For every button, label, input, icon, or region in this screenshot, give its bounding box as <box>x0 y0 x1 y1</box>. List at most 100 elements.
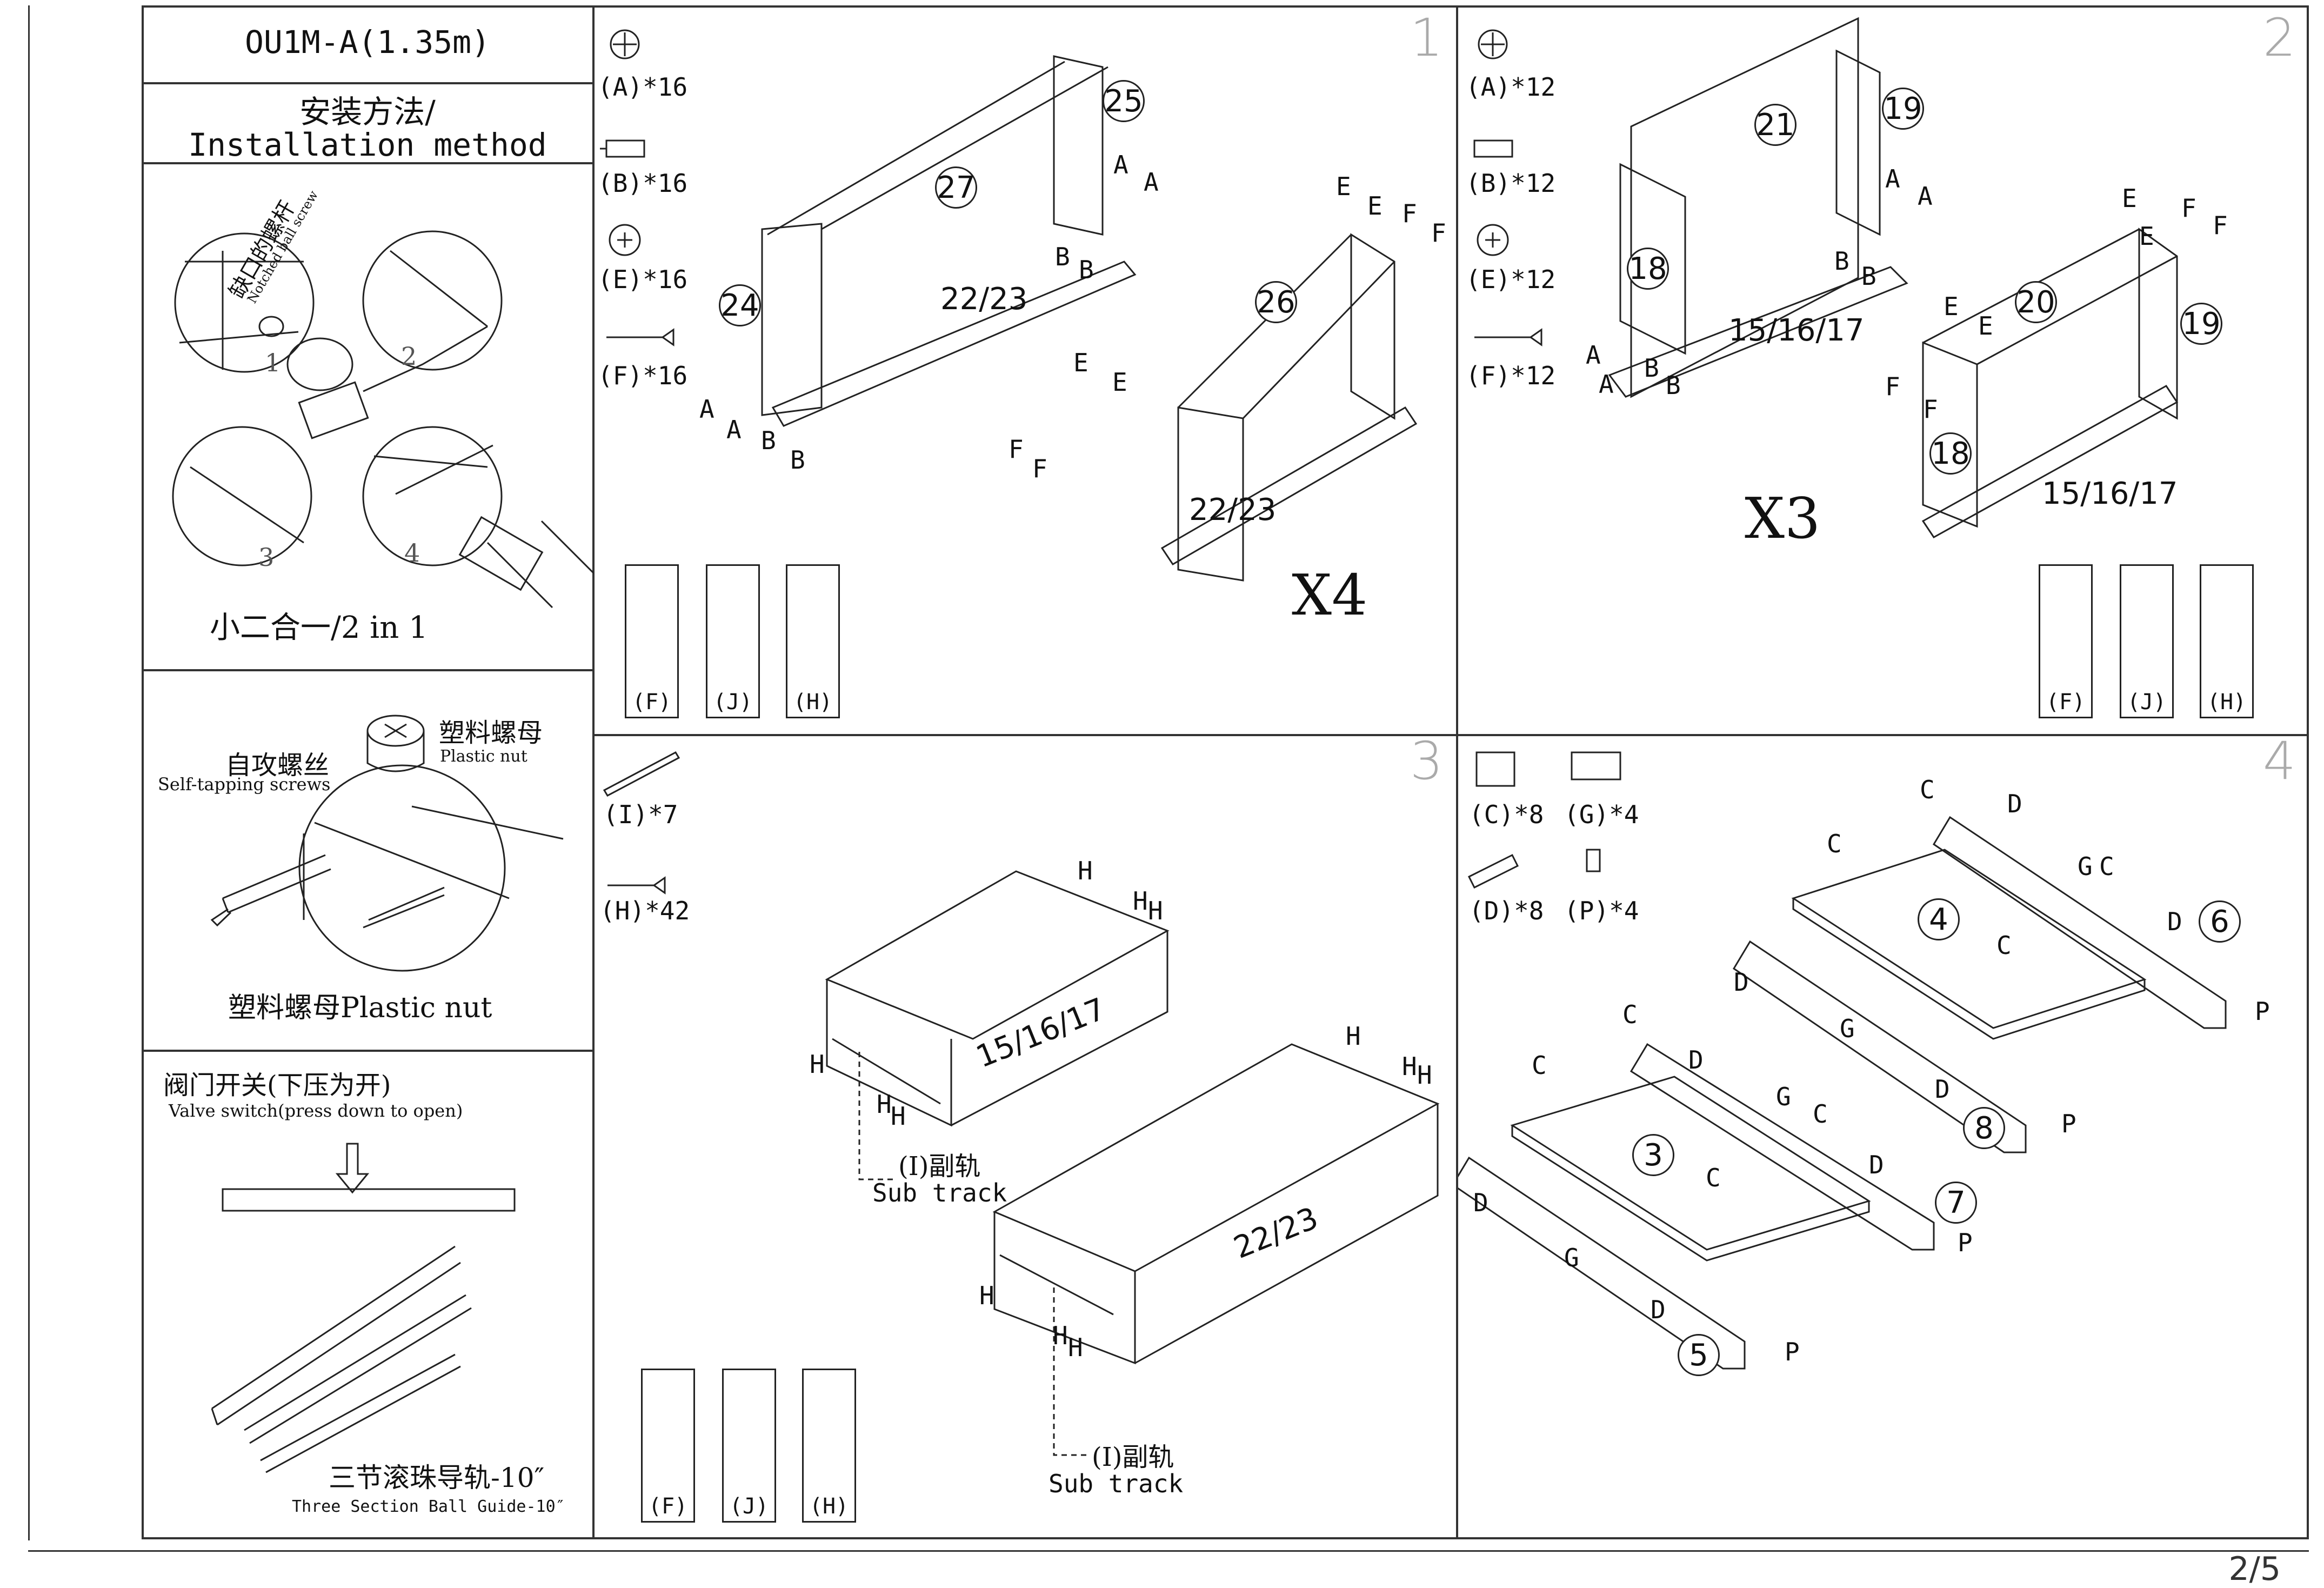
label-b: B <box>761 426 776 455</box>
label-a: A <box>1599 370 1614 399</box>
cam-lock-icon <box>610 29 640 59</box>
valve-title-en: Valve switch(press down to open) <box>169 1100 463 1121</box>
label-a: A <box>1586 341 1601 370</box>
part-e-count: (E)*16 <box>598 265 688 294</box>
panel-2: 2 (A)*12 (B)*12 (E)*12 (F)*12 21 19 18 1… <box>1458 8 2309 734</box>
left-margin-line <box>28 5 30 1540</box>
screw-box-j: (J) <box>706 564 760 718</box>
subtrack-label-cn: (I)副轨 <box>898 1151 981 1182</box>
plastic-nut-caption: 塑料螺母Plastic nut <box>228 992 492 1024</box>
model-number: OU1M-A(1.35m) <box>245 24 490 61</box>
plastic-nut-label-cn: 塑料螺母 <box>439 718 543 748</box>
label-f: F <box>2181 194 2196 223</box>
label-a: A <box>1918 182 1933 211</box>
panel-1-drawing <box>600 29 1418 582</box>
label-h: H <box>1346 1022 1361 1051</box>
panel-4-number: 4 <box>2262 731 2296 791</box>
sidebar-divider-2 <box>142 1050 593 1052</box>
page-number: 2/5 <box>2228 1550 2281 1588</box>
label-f: F <box>1923 395 1938 424</box>
label-p: P <box>2255 997 2270 1026</box>
label-f: F <box>1431 218 1446 248</box>
board-20: 20 <box>2015 281 2057 323</box>
board-18-top: 18 <box>1627 248 1669 290</box>
label-e: E <box>1944 292 1959 321</box>
label-f: F <box>1885 372 1900 401</box>
screw-p-icon <box>1586 849 1601 872</box>
label-b: B <box>1666 371 1681 400</box>
panel-1: 1 (A)*16 (B)*16 (E)*16 (F)*16 25 27 24 2… <box>595 8 1456 734</box>
valve-title-cn: 阀门开关(下压为开) <box>163 1070 391 1100</box>
label-g: G <box>1564 1243 1579 1272</box>
part-c-count: (C)*8 <box>1469 800 1544 829</box>
label-e: E <box>1336 172 1351 201</box>
label-a: A <box>1144 168 1159 197</box>
board-19-bottom: 19 <box>2180 303 2222 345</box>
sidebar-divider <box>592 5 595 1539</box>
screw-icon <box>606 328 675 346</box>
subtrack-label-en: Sub track <box>872 1178 1007 1207</box>
board-22-23-top: 22/23 <box>940 281 1028 317</box>
step-4-label: 4 <box>404 538 420 568</box>
label-e: E <box>2122 184 2137 213</box>
label-p: P <box>1958 1228 1973 1257</box>
label-c: C <box>1532 1051 1547 1080</box>
label-f: F <box>1032 454 1047 483</box>
panel-vertical-divider <box>1456 5 1458 1539</box>
label-d: D <box>1869 1150 1884 1179</box>
label-d: D <box>1688 1045 1704 1075</box>
label-d: D <box>1935 1075 1950 1104</box>
self-tapping-label-cn: 自攻螺丝 <box>225 750 330 780</box>
screw-box-h: (H) <box>802 1369 856 1523</box>
label-h: H <box>1148 896 1163 925</box>
bottom-rule <box>28 1550 2309 1552</box>
label-h: H <box>1133 886 1148 916</box>
step-3-label: 3 <box>258 543 275 572</box>
subtrack-label-cn: (I)副轨 <box>1092 1442 1174 1472</box>
label-a: A <box>1113 150 1128 179</box>
panel-3: 3 (I)*7 (H)*42 15/16/17 22/23 H H H H H … <box>595 731 1456 1538</box>
label-g: G <box>1776 1082 1791 1111</box>
part-f-count: (F)*12 <box>1466 361 1556 390</box>
board-25: 25 <box>1103 80 1145 122</box>
panel-horizontal-divider <box>592 734 2309 736</box>
board-15-16-17-bottom: 15/16/17 <box>2042 476 2178 511</box>
label-b: B <box>1834 246 1849 276</box>
screw-box-f: (F) <box>2039 564 2093 718</box>
ball-guide-illustration <box>211 1143 516 1473</box>
label-a: A <box>699 395 714 424</box>
label-h: H <box>891 1102 906 1131</box>
label-f: F <box>1009 435 1024 464</box>
label-e: E <box>1367 191 1383 221</box>
board-3: 3 <box>1632 1134 1674 1176</box>
title-cn: 安装方法/ <box>299 94 436 130</box>
label-g: G <box>1840 1014 1855 1043</box>
header-divider-2 <box>142 162 593 164</box>
screw-box-f: (F) <box>641 1369 695 1523</box>
label-h: H <box>1078 856 1093 885</box>
label-c: C <box>1813 1099 1828 1129</box>
part-a-count: (A)*12 <box>1466 72 1556 102</box>
two-in-one-caption: 小二合一/2 in 1 <box>210 610 428 645</box>
cross-nut-icon <box>609 224 641 256</box>
panel-2-number: 2 <box>2262 8 2296 68</box>
label-d: D <box>1473 1188 1488 1217</box>
label-e: E <box>2139 222 2154 251</box>
board-8: 8 <box>1963 1107 2005 1149</box>
label-d: D <box>1651 1295 1666 1324</box>
label-h: H <box>1417 1060 1432 1090</box>
board-18-bottom: 18 <box>1929 432 1972 475</box>
label-b: B <box>1861 262 1876 291</box>
label-e: E <box>1073 348 1088 377</box>
part-a-count: (A)*16 <box>598 72 688 102</box>
label-b: B <box>1079 255 1094 284</box>
ball-guide-caption-cn: 三节滚珠导轨-10″ <box>329 1462 545 1493</box>
label-c: C <box>1920 775 1935 804</box>
label-c: C <box>1706 1163 1721 1192</box>
screw-box-j: (J) <box>722 1369 776 1523</box>
label-g: G <box>2078 852 2093 881</box>
label-h: H <box>810 1050 825 1079</box>
multiplier-x4: X4 <box>1292 562 1368 628</box>
part-i-count: (I)*7 <box>603 800 678 829</box>
board-24: 24 <box>719 284 761 326</box>
